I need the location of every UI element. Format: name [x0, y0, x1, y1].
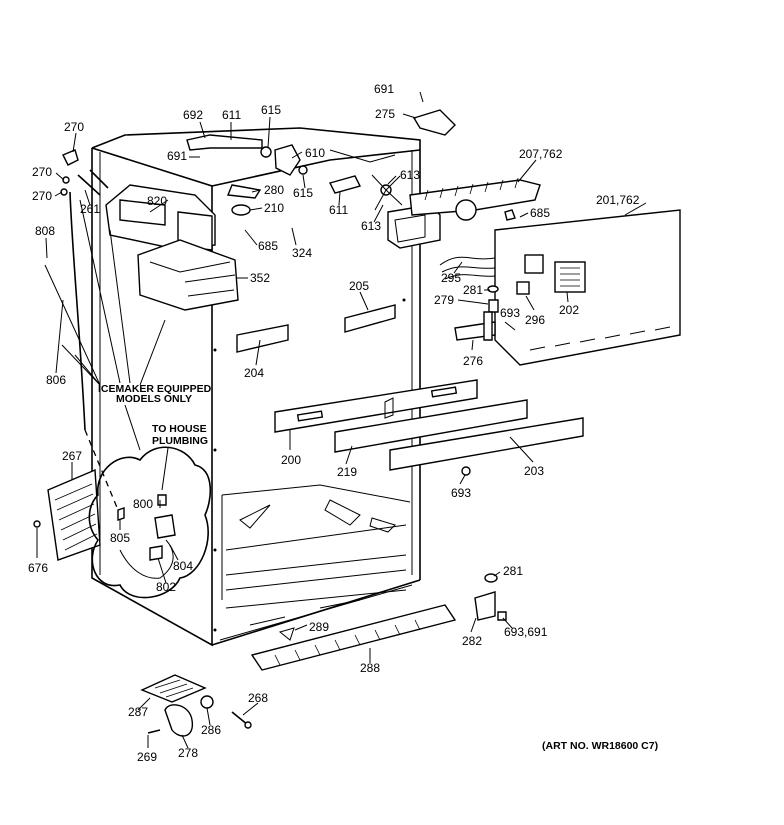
callout-270-mid: 270 — [32, 165, 52, 179]
callout-281-top: 281 — [463, 283, 483, 297]
callout-202: 202 — [559, 303, 579, 317]
water-lines — [60, 149, 119, 511]
notes: ICEMAKER EQUIPPED MODELS ONLY TO HOUSE P… — [98, 383, 658, 752]
plumbing-note-line2: PLUMBING — [152, 435, 208, 447]
callout-692: 692 — [183, 108, 203, 122]
callout-269: 269 — [137, 750, 157, 764]
callout-820: 820 — [147, 194, 167, 208]
lower-hardware — [140, 573, 507, 737]
callout-282: 282 — [462, 634, 482, 648]
callout-685-right: 685 — [530, 206, 550, 220]
callout-267: 267 — [62, 449, 82, 463]
callout-270-low: 270 — [32, 189, 52, 203]
callout-615: 615 — [261, 103, 281, 117]
callout-808: 808 — [35, 224, 55, 238]
callout-804: 804 — [173, 559, 193, 573]
callout-352: 352 — [250, 271, 270, 285]
callout-280: 280 — [264, 183, 284, 197]
callout-270-top: 270 — [64, 120, 84, 134]
callout-611-mid: 611 — [329, 203, 348, 217]
callout-296: 296 — [525, 313, 545, 327]
callout-610: 610 — [305, 146, 325, 160]
callout-685-left: 685 — [258, 239, 278, 253]
compressor-cover — [33, 468, 101, 561]
callout-279: 279 — [434, 293, 454, 307]
icemaker-note-line2: MODELS ONLY — [116, 393, 192, 405]
callout-691: 691 — [374, 82, 394, 96]
plumbing-note-line1: TO HOUSE — [152, 423, 207, 435]
callout-201-762: 201,762 — [596, 193, 640, 207]
callout-805: 805 — [110, 531, 130, 545]
callout-693-691: 693,691 — [504, 625, 548, 639]
callout-615-mid: 615 — [293, 186, 313, 200]
callout-800: 800 — [133, 497, 153, 511]
callout-200: 200 — [281, 453, 301, 467]
callout-276: 276 — [463, 354, 483, 368]
callout-281-low: 281 — [503, 564, 523, 578]
leader-lines — [36, 91, 647, 749]
callout-labels: 691 275 692 611 615 270 691 610 207,762 … — [28, 82, 640, 764]
callout-802: 802 — [156, 580, 176, 594]
callout-268: 268 — [248, 691, 268, 705]
callout-288: 288 — [360, 661, 380, 675]
callout-204: 204 — [244, 366, 264, 380]
callout-613-low: 613 — [361, 219, 381, 233]
mullion-rails — [274, 379, 584, 476]
callout-286: 286 — [201, 723, 221, 737]
callout-203: 203 — [524, 464, 544, 478]
callout-324: 324 — [292, 246, 312, 260]
callout-289: 289 — [309, 620, 329, 634]
callout-219: 219 — [337, 465, 357, 479]
callout-676: 676 — [28, 561, 48, 575]
icemaker-note-line1: ICEMAKER EQUIPPED — [98, 383, 212, 395]
brackets — [236, 304, 396, 353]
callout-691-left: 691 — [167, 149, 187, 163]
callout-275: 275 — [375, 107, 395, 121]
callout-207-762: 207,762 — [519, 147, 563, 161]
water-valve-detail — [88, 446, 212, 599]
callout-613-top: 613 — [400, 168, 420, 182]
callout-210: 210 — [264, 201, 284, 215]
callout-295: 295 — [441, 271, 461, 285]
callout-205: 205 — [349, 279, 369, 293]
callout-806: 806 — [46, 373, 66, 387]
icemaker-assembly — [105, 184, 239, 311]
callout-693-panel: 693 — [500, 306, 520, 320]
callout-278: 278 — [178, 746, 198, 760]
callout-261: 261 — [80, 202, 100, 216]
callout-611: 611 — [222, 108, 241, 122]
callout-287: 287 — [128, 705, 148, 719]
control-panel — [439, 209, 681, 366]
callout-693-low: 693 — [451, 486, 471, 500]
art-number: (ART NO. WR18600 C7) — [542, 740, 658, 752]
upper-hardware — [186, 109, 541, 249]
